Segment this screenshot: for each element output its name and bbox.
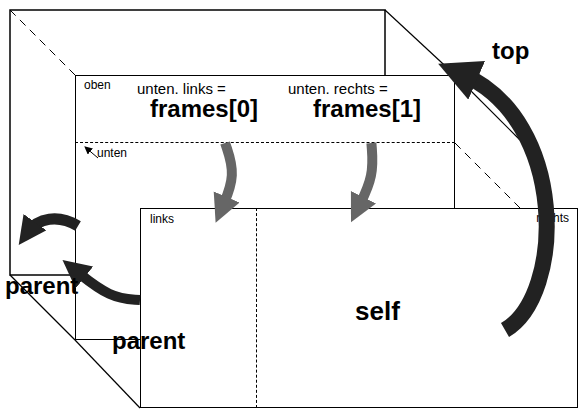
depth-line (455, 143, 520, 208)
frame-box: rechts self (257, 208, 578, 408)
frames-index: frames[1] (313, 96, 421, 122)
frame-name: oben (84, 79, 111, 92)
frame-name: rechts (536, 212, 569, 225)
frame-name: links (150, 213, 174, 226)
parent-arrow (28, 219, 78, 232)
depth-line (10, 10, 75, 75)
self-label: self (355, 297, 400, 326)
parent-label: parent (5, 273, 78, 299)
top-label: top (492, 38, 529, 64)
frame-name: unten (97, 147, 127, 160)
depth-line (455, 75, 520, 140)
parent-label: parent (112, 328, 185, 354)
depth-line (385, 10, 455, 75)
frame-box: links (140, 208, 257, 408)
frames-index: frames[0] (150, 96, 258, 122)
